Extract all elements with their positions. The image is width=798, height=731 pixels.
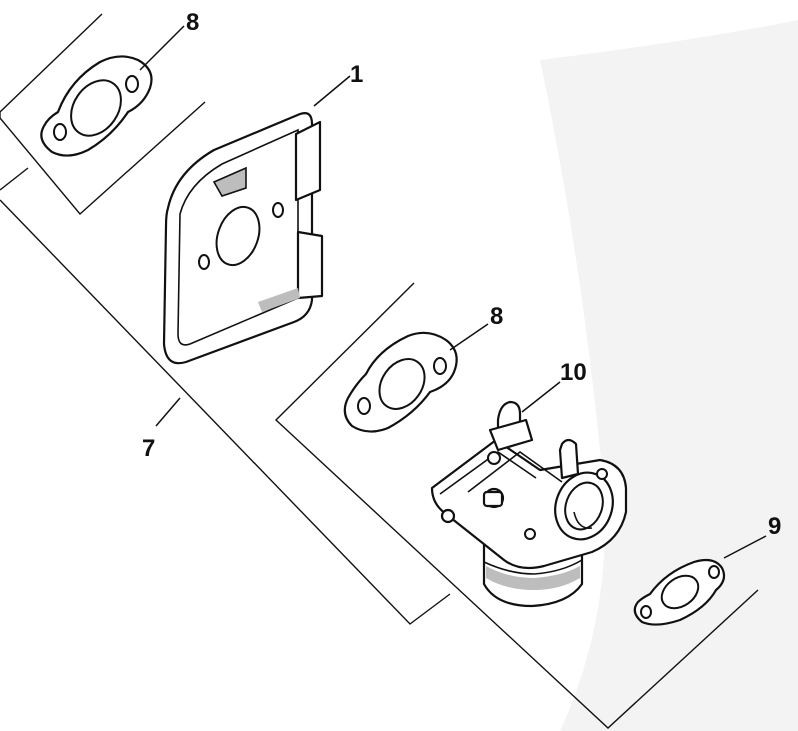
callout-gasket-bottom: 9 [768,513,781,540]
kit-bracket [0,167,451,625]
upper-gasket-bracket [0,13,206,216]
leader-lines [139,25,767,559]
gasket-bottom [633,558,726,626]
spacer-plate [162,112,324,365]
callout-carburetor: 10 [560,359,587,386]
gasket-middle [343,331,458,433]
gasket-top [40,55,153,157]
callout-kit: 7 [142,435,155,462]
carburetor [430,400,628,608]
callout-gasket-middle: 8 [490,303,503,330]
carburetor-group-bracket [274,282,759,729]
callout-spacer: 1 [350,61,363,88]
callout-gasket-top: 8 [186,9,199,36]
